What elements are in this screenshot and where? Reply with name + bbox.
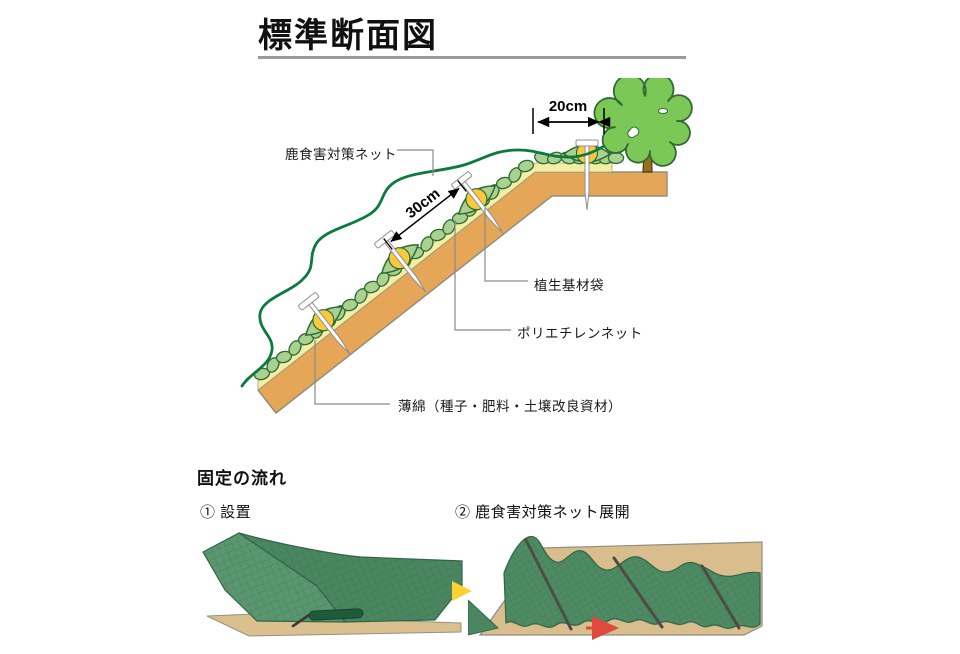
label-vegetation-bag: 植生基材袋 bbox=[534, 278, 604, 293]
page-title: 標準断面図 bbox=[258, 17, 438, 55]
label-thin-cotton: 薄綿（種子・肥料・土壌改良資材） bbox=[398, 399, 622, 414]
dimension-30cm-lines bbox=[383, 180, 467, 250]
dimension-20cm-text: 20cm bbox=[548, 98, 588, 115]
thin-cotton-layer bbox=[257, 162, 613, 391]
anchor-rod bbox=[291, 613, 311, 628]
cross-section-diagram bbox=[240, 78, 693, 414]
step-1-illustration bbox=[202, 532, 463, 637]
step-2-label: ② 鹿食害対策ネット展開 bbox=[455, 504, 631, 521]
process-heading: 固定の流れ bbox=[197, 469, 287, 488]
tree bbox=[593, 78, 693, 173]
step-1-label: ① 設置 bbox=[200, 504, 252, 521]
label-deer-net: 鹿食害対策ネット bbox=[285, 147, 397, 162]
dimension-20cm-lines bbox=[532, 108, 611, 134]
deer-net-line bbox=[240, 144, 606, 388]
step-2-illustration bbox=[468, 535, 763, 640]
next-step-arrow-icon bbox=[452, 581, 472, 601]
label-polyethylene-net: ポリエチレンネット bbox=[517, 326, 643, 341]
net-left-tip bbox=[468, 599, 500, 636]
support-rods bbox=[524, 538, 741, 631]
title-underline bbox=[258, 56, 686, 59]
leader-lines bbox=[314, 149, 528, 405]
